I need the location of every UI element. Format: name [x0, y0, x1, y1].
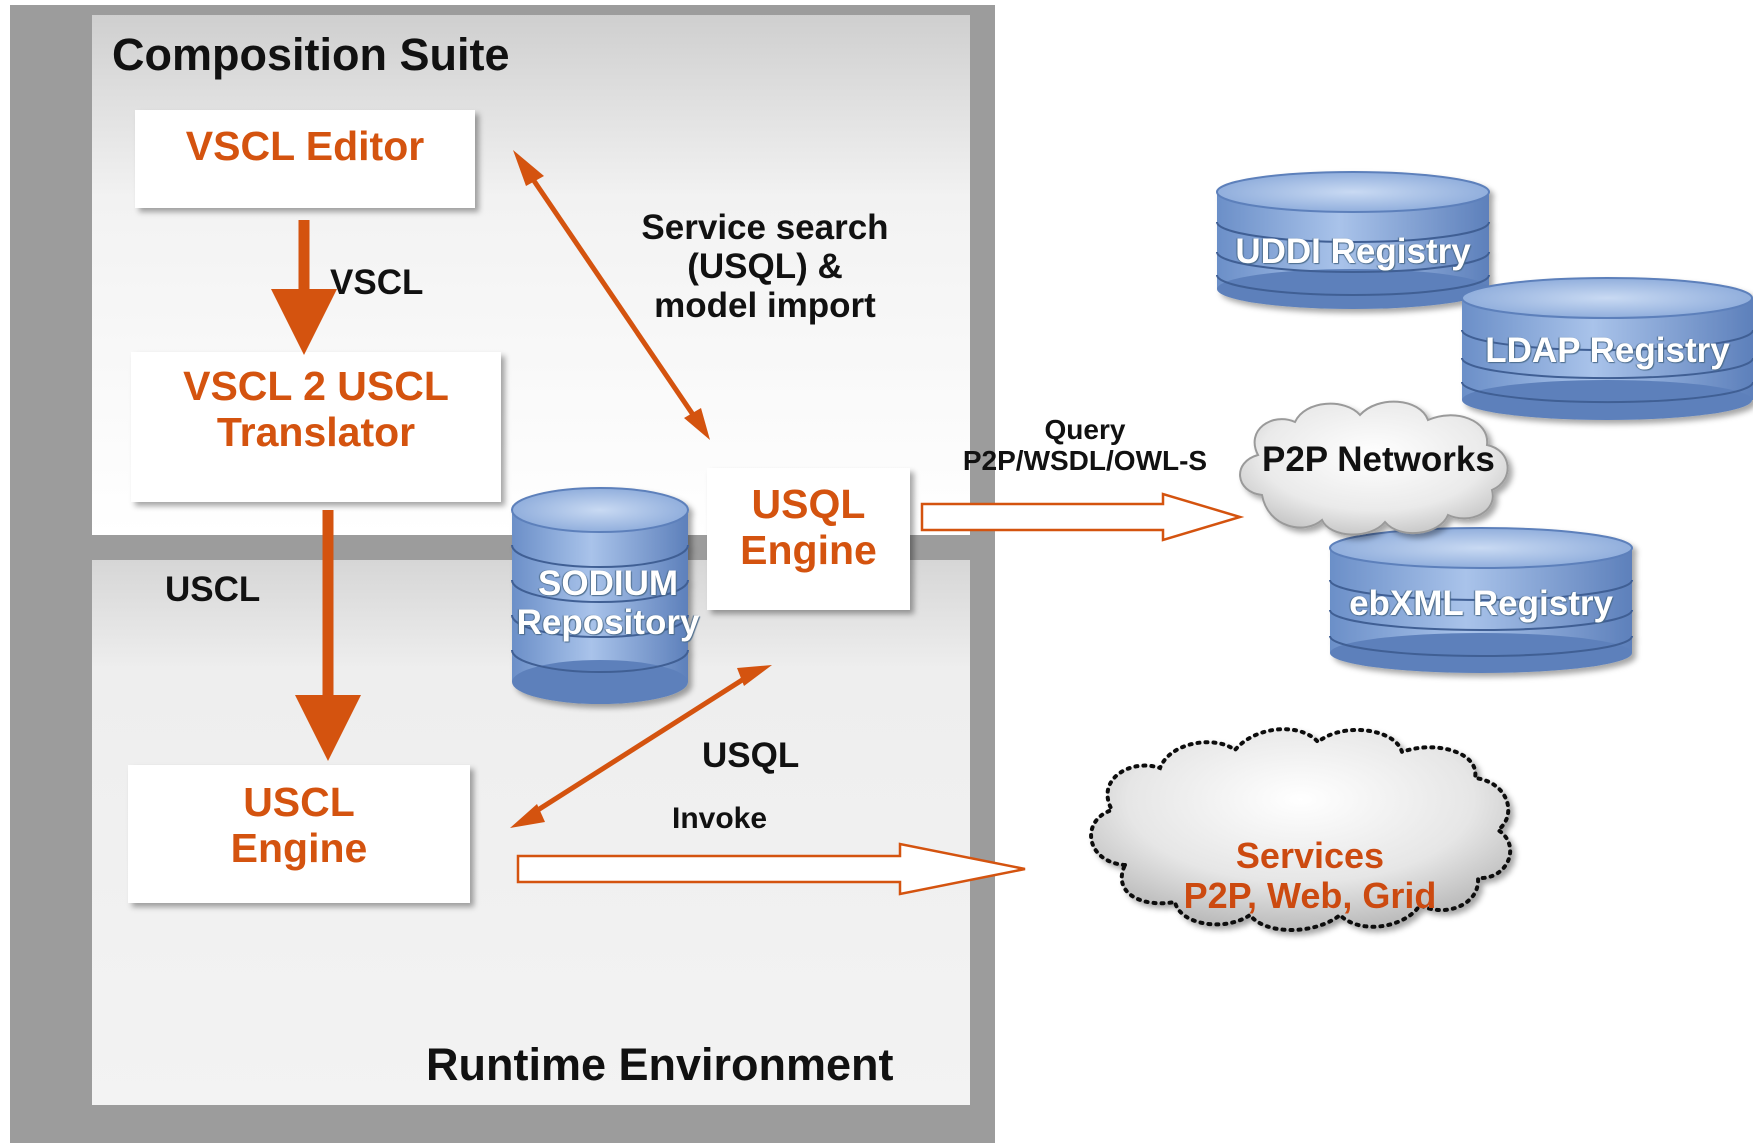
service-search-arrowhead-bottom	[684, 408, 710, 440]
services-line-1: Services	[1235, 835, 1385, 876]
usql-arrowhead-left	[510, 804, 545, 828]
usql-engine-line-2: Engine	[740, 526, 877, 573]
uddi-registry-cylinder	[1216, 171, 1490, 309]
ldap-registry-label: LDAP Registry	[1485, 331, 1730, 370]
runtime-environment-title: Runtime Environment	[426, 1039, 894, 1090]
sodium-repository-label: SODIUM Repository	[508, 564, 708, 642]
uscl-engine-box	[128, 765, 470, 903]
services-cloud	[1089, 727, 1512, 932]
usql-engine-label: USQL Engine	[707, 481, 910, 574]
service-search-line-2: (USQL) &	[687, 247, 843, 287]
uscl-engine-line-2: Engine	[230, 824, 368, 871]
translator-box	[131, 352, 501, 502]
usql-arrowhead-right	[737, 665, 772, 686]
uscl-engine-label: USCL Engine	[128, 779, 470, 872]
query-arrow	[920, 492, 1245, 542]
composition-suite-title: Composition Suite	[112, 29, 510, 80]
service-search-line-3: model import	[654, 286, 876, 326]
vscl-editor-label: VSCL Editor	[185, 123, 425, 169]
query-line-2: P2P/WSDL/OWL-S	[962, 445, 1208, 477]
vscl-editor-box	[135, 110, 475, 208]
ebxml-registry-label: ebXML Registry	[1349, 584, 1613, 623]
ldap-registry-cylinder	[1461, 277, 1753, 420]
invoke-edge-label: Invoke	[672, 802, 768, 835]
service-search-arrowhead-top	[513, 150, 544, 186]
usql-edge-label: USQL	[702, 736, 800, 775]
p2p-networks-label: P2P Networks	[1262, 440, 1495, 479]
services-line-2: P2P, Web, Grid	[1183, 875, 1437, 917]
service-search-line-1: Service search	[641, 208, 889, 247]
translator-line-2: Translator	[216, 408, 416, 455]
translator-label: VSCL 2 USCL Translator	[131, 363, 501, 456]
sodium-line-2: Repository	[516, 603, 700, 643]
service-search-label: Service search (USQL) & model import	[620, 208, 910, 326]
uscl-edge-label: USCL	[165, 570, 261, 609]
services-label: Services P2P, Web, Grid	[1100, 835, 1520, 917]
translator-line-1: VSCL 2 USCL	[183, 363, 449, 409]
uddi-registry-label: UDDI Registry	[1235, 232, 1471, 271]
query-line-1: Query	[1044, 414, 1126, 445]
vscl-edge-label: VSCL	[330, 263, 424, 302]
usql-arrow-line	[528, 672, 752, 818]
usql-engine-box	[707, 468, 910, 610]
sodium-line-1: SODIUM	[538, 564, 678, 603]
query-label: Query P2P/WSDL/OWL-S	[925, 414, 1245, 477]
sodium-repository-cylinder	[511, 487, 689, 704]
ebxml-registry-cylinder	[1329, 527, 1633, 673]
uscl-engine-line-1: USCL	[243, 779, 355, 825]
service-search-arrow-line	[525, 170, 703, 427]
invoke-arrow	[516, 842, 1026, 896]
p2p-networks-cloud	[1239, 400, 1509, 536]
usql-engine-line-1: USQL	[751, 481, 866, 527]
